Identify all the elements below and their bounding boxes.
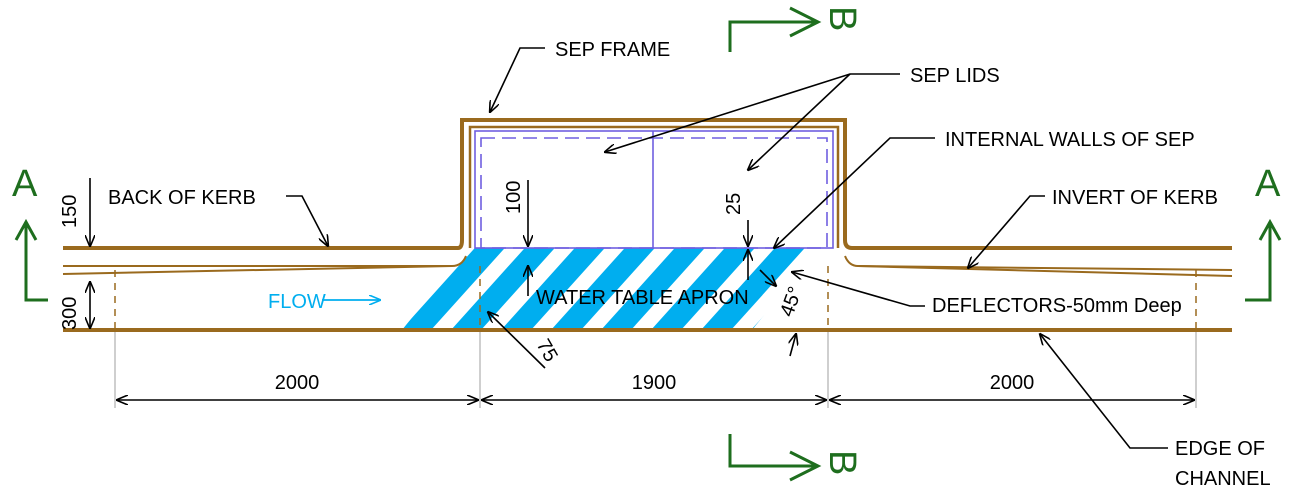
back-of-kerb-label: BACK OF KERB [108, 187, 256, 209]
dim-100: 100 [503, 181, 525, 214]
dim-mid-1900: 1900 [632, 372, 677, 394]
section-b-top-arrow [728, 20, 818, 52]
internal-walls-label: INTERNAL WALLS OF SEP [945, 129, 1195, 151]
invert-of-kerb-left [63, 255, 467, 267]
dim-left-2000: 2000 [275, 372, 320, 394]
invert-taper-left [62, 265, 453, 275]
dim-right-2000: 2000 [990, 372, 1035, 394]
flow-label: FLOW [268, 291, 326, 313]
section-a-left: A [12, 163, 38, 205]
section-markers: A A B B [12, 6, 1282, 482]
dim-300: 300 [59, 297, 81, 330]
deflector-hatch [402, 248, 818, 330]
kerb-lines [62, 118, 1233, 332]
dim-25: 25 [723, 193, 745, 215]
invert-taper-right [857, 265, 1233, 277]
section-a-right-arrow [1245, 222, 1272, 302]
section-a-right: A [1255, 163, 1281, 205]
section-b-top: B [821, 6, 863, 31]
sep-lids-label: SEP LIDS [910, 65, 1000, 87]
sep-frame-label: SEP FRAME [555, 39, 670, 61]
edge-of-channel-label-1: EDGE OF [1175, 438, 1265, 460]
invert-of-kerb-label: INVERT OF KERB [1052, 187, 1218, 209]
internal-wall-outline [480, 137, 828, 249]
sep-lids [474, 130, 834, 249]
section-a-left-arrow [24, 222, 48, 302]
edge-of-channel-label-2: CHANNEL [1175, 468, 1271, 490]
sep-frame-inner [468, 125, 840, 248]
water-table-apron-label: WATER TABLE APRON [536, 287, 749, 309]
section-b-bottom-arrow [728, 434, 818, 468]
back-of-kerb-left [63, 118, 1232, 250]
annotations: SEP FRAME SEP LIDS INTERNAL WALLS OF SEP… [108, 39, 1271, 490]
dim-75: 75 [532, 336, 562, 366]
dim-150: 150 [59, 195, 81, 228]
invert-of-kerb-right [844, 255, 1233, 271]
dim-45-deg: 45° [776, 284, 807, 320]
deflectors-label: DEFLECTORS-50mm Deep [932, 295, 1182, 317]
section-b-bottom: B [821, 450, 863, 475]
lid-outer [474, 130, 834, 249]
